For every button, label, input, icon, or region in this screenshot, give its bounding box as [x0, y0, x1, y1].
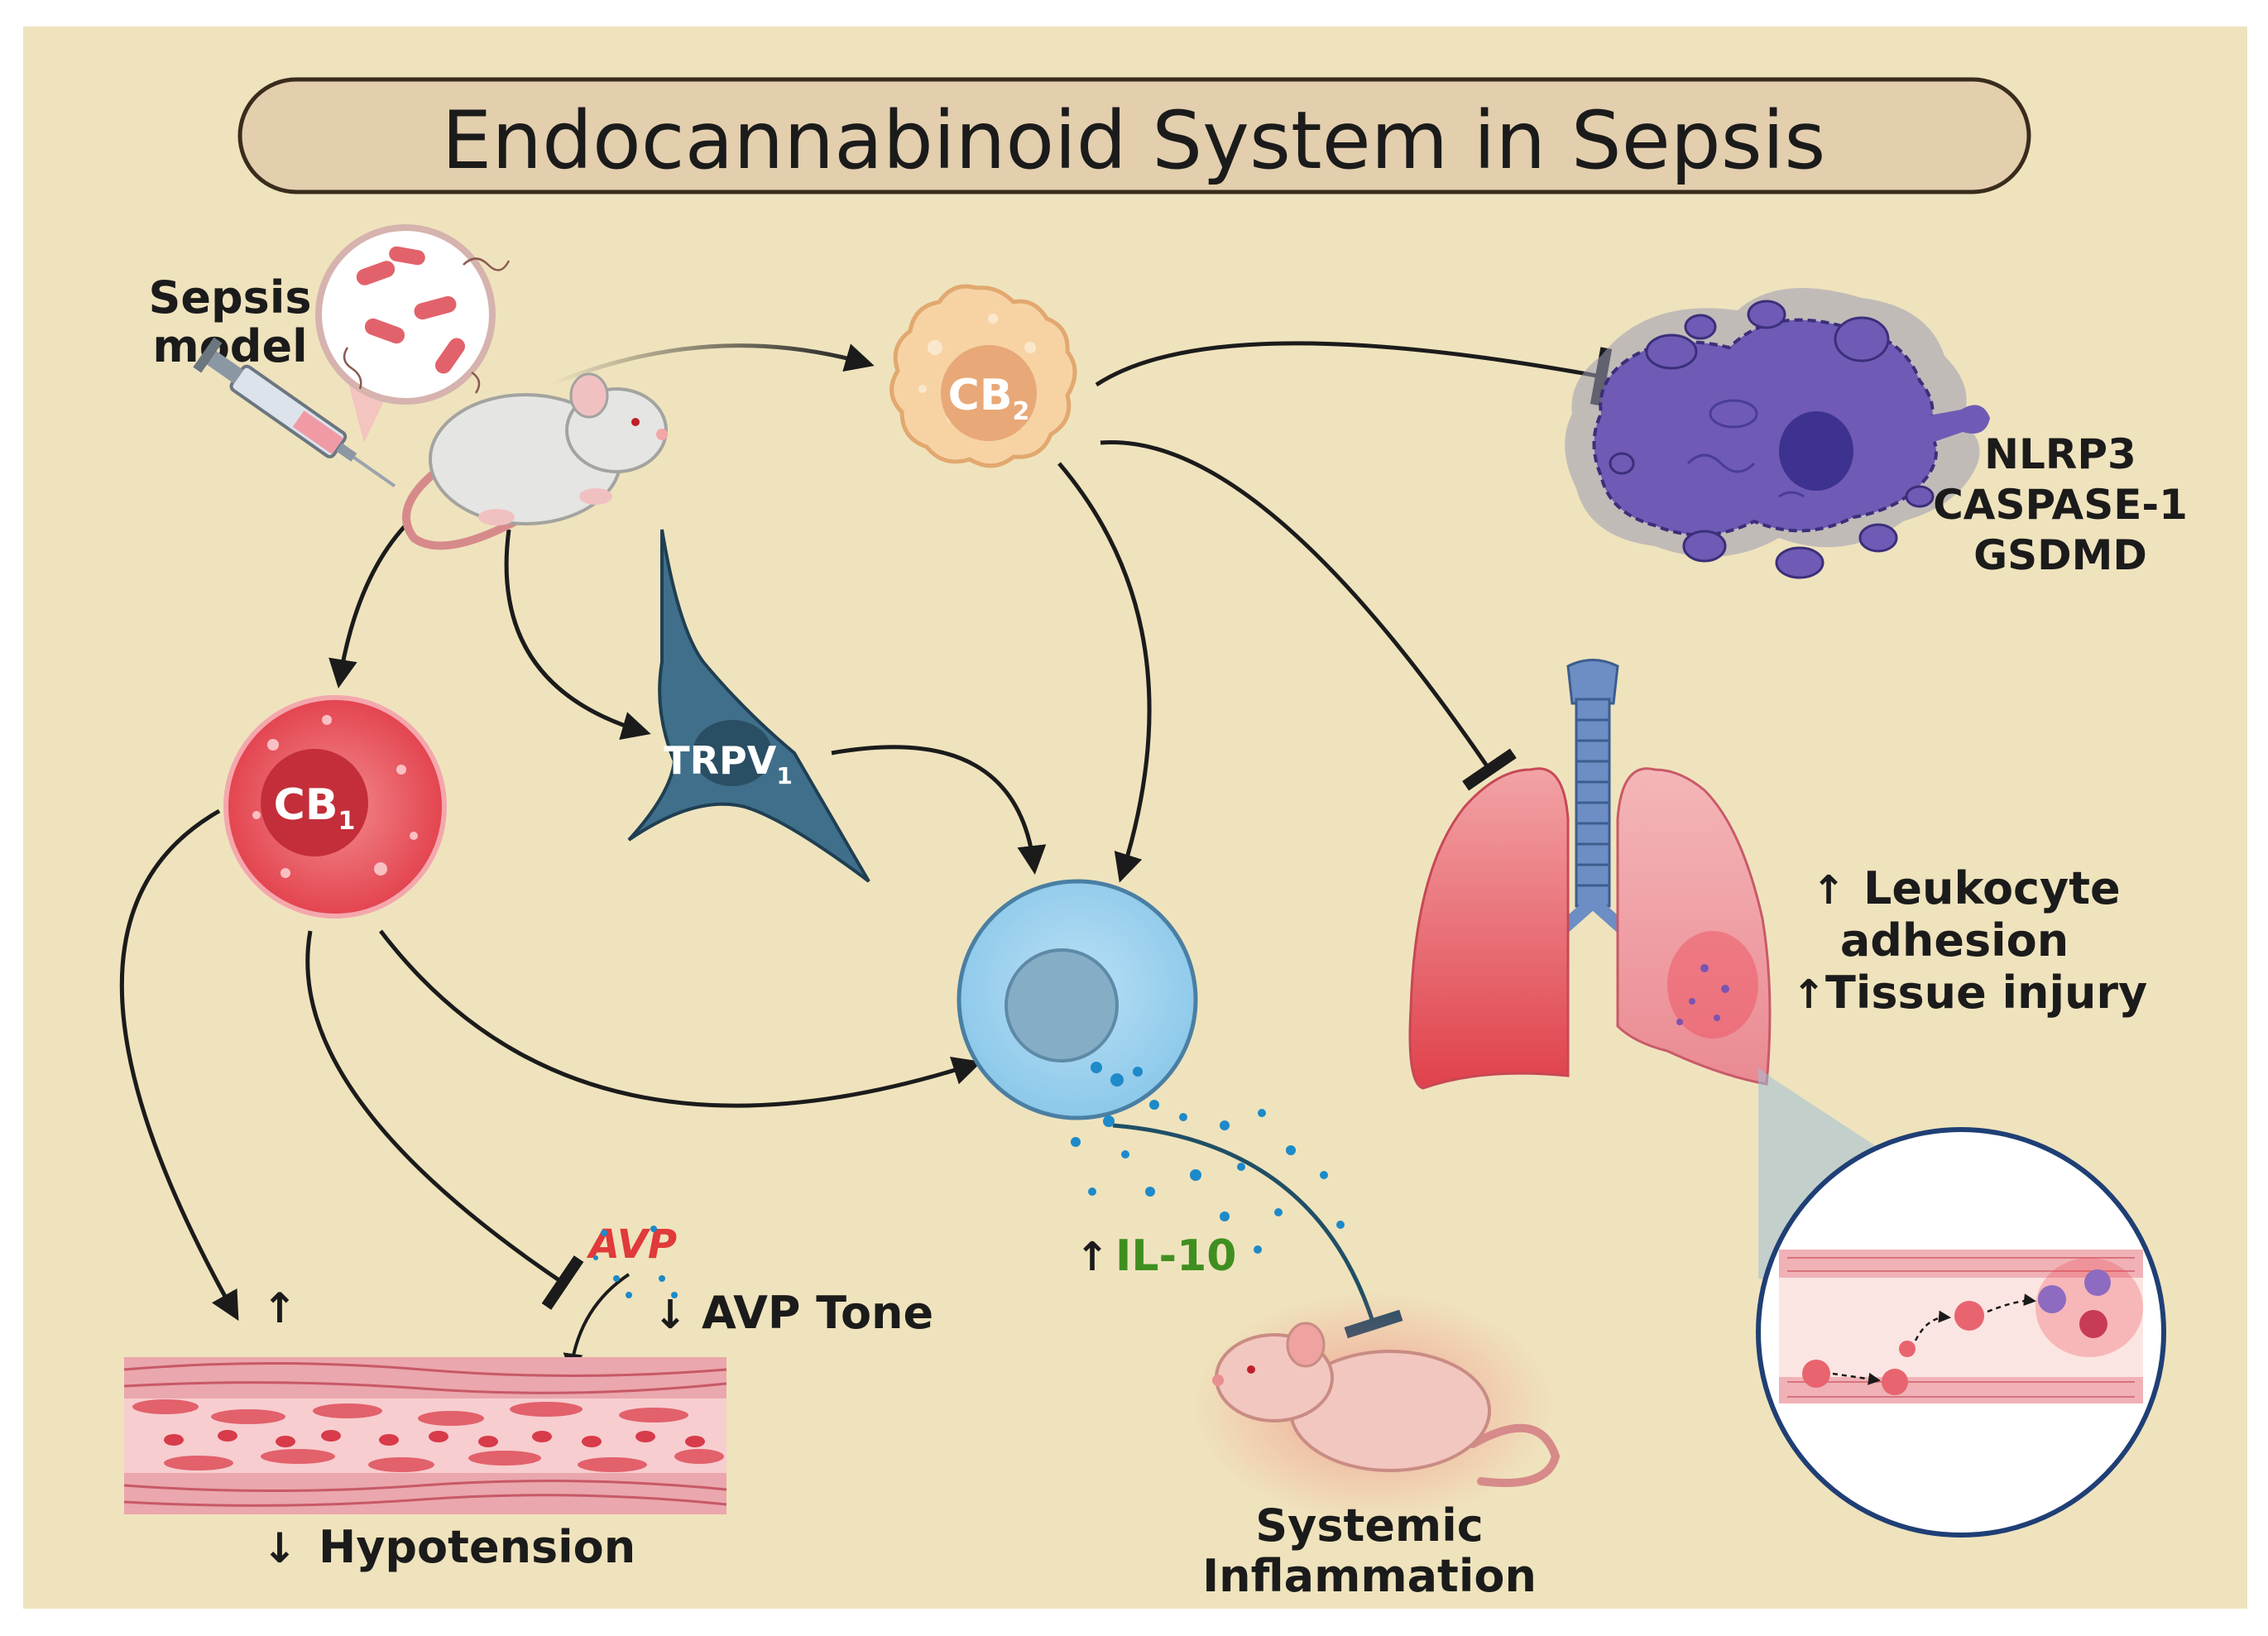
trpv1-label-subscript: 1	[776, 762, 792, 789]
il10-arrow: ↑	[1076, 1234, 1109, 1280]
avp-group: AVP ↓ AVP Tone	[586, 1221, 933, 1339]
cb1-label-subscript: 1	[338, 807, 355, 836]
vessel-red-blood-cells	[164, 1430, 705, 1447]
inflamed-mouse: Systemic Inflammation	[1192, 1291, 1561, 1602]
arrow-avp-to-vessel	[563, 1273, 631, 1374]
arrow-cb2-to-immune-cell	[1057, 462, 1152, 883]
pyroptotic-cell: NLRP3 CASPASE-1 GSDMD	[1565, 288, 2188, 579]
arrow-mouse-to-trpv1	[504, 529, 651, 741]
lung-effect-line2: adhesion	[1840, 914, 2069, 967]
inset-inflammation	[2035, 1258, 2143, 1357]
il10-dots	[1071, 1062, 1345, 1254]
inflamed-mouse-ear	[1286, 1322, 1326, 1368]
inhibit-il10-to-inflammation	[1112, 1123, 1403, 1339]
pyroptosis-marker-gsdmd: GSDMD	[1973, 531, 2147, 579]
arrow-trpv1-to-immune-cell	[831, 745, 1047, 875]
syringe-icon	[193, 337, 396, 487]
trpv1-label: TRPV1	[664, 738, 793, 789]
avp-dots	[593, 1226, 678, 1298]
pyroptotic-blebs	[1609, 300, 1935, 579]
vessel-down-arrow: ↓	[262, 1524, 297, 1572]
arrow-mouse-to-cb1	[328, 524, 407, 688]
inset-wall-cells	[1787, 1257, 2135, 1398]
lung-effect-line1: Leukocyte	[1863, 862, 2121, 914]
pyroptotic-protrusion	[1916, 405, 1990, 447]
lung-effects-text: ↑ Leukocyte adhesion ↑ Tissue injury	[1792, 862, 2147, 1019]
arrow-mouse-to-cb2	[549, 343, 875, 387]
lung-leukocytes	[1676, 964, 1729, 1025]
arrow-cb1-to-vessel	[119, 808, 239, 1322]
lung-effect-line3: Tissue injury	[1825, 967, 2147, 1019]
inhibit-cb2-to-pyroptosis	[1095, 341, 1613, 406]
lung-effect-arrow-2: ↑	[1792, 972, 1825, 1018]
trpv1-neuron: TRPV1	[627, 529, 870, 883]
avp-molecule-label: AVP	[586, 1221, 677, 1268]
page-title: Endocannabinoid System in Sepsis	[442, 94, 1826, 187]
title-banner: Endocannabinoid System in Sepsis	[237, 77, 2031, 194]
vessel-endothelial-cells	[132, 1399, 724, 1472]
systemic-label-line2: Inflammation	[1202, 1550, 1537, 1602]
inset-vessel-wall-top	[1779, 1250, 2143, 1278]
bacteria-icon	[356, 246, 466, 374]
arrow-cb1-to-immune-cell	[379, 929, 982, 1108]
cb1-label-base: CB	[274, 780, 338, 830]
sepsis-model-label-line1: Sepsis	[149, 271, 312, 324]
vessel-outer-wall-bottom	[124, 1473, 726, 1514]
systemic-label-line1: Systemic	[1255, 1499, 1483, 1552]
blood-vessel: ↑ ↓ Hypotension	[123, 1284, 727, 1573]
right-lung	[1616, 767, 1772, 1086]
cb1-cell: CB1	[223, 695, 447, 919]
trpv1-body	[627, 529, 870, 883]
pyroptotic-nucleus	[1779, 411, 1853, 491]
pyroptotic-body	[1592, 318, 1938, 537]
pathway-arrows	[119, 341, 1613, 1374]
left-lung	[1408, 767, 1570, 1090]
inhibit-cb1-to-avp	[305, 930, 584, 1310]
inflamed-mouse-eye	[1247, 1365, 1255, 1374]
avp-tone-label: AVP Tone	[702, 1287, 933, 1339]
sepsis-model: Sepsis model	[149, 224, 668, 550]
inset-leukocytes	[1802, 1269, 2111, 1395]
cb2-label: CB2	[948, 371, 1030, 426]
title-pill	[237, 77, 2031, 194]
immune-cell	[957, 879, 1198, 1120]
inflamed-mouse-tail	[1469, 1423, 1561, 1487]
trpv1-label-base: TRPV	[664, 738, 777, 783]
il10-text: IL-10	[1115, 1231, 1236, 1281]
il10-label: ↑ IL-10	[1076, 1231, 1237, 1281]
cb1-nucleus	[261, 749, 368, 856]
trachea-top	[1566, 659, 1619, 705]
cb2-label-subscript: 2	[1012, 397, 1029, 426]
trpv1-nucleus	[693, 720, 772, 786]
inhibit-cb2-to-lung	[1100, 439, 1517, 791]
inset-vessel-wall-bottom	[1779, 1377, 2143, 1403]
trachea-rings	[1576, 718, 1609, 887]
inflamed-mouse-nose	[1212, 1375, 1224, 1386]
lungs	[1408, 659, 1772, 1090]
hypotension-label: Hypotension	[319, 1521, 635, 1573]
inset-migration-arrows	[1832, 1293, 2036, 1385]
pyroptosis-marker-nlrp3: NLRP3	[1984, 430, 2136, 478]
lung-inflammation-spot	[1667, 931, 1758, 1039]
cb2-label-base: CB	[948, 371, 1013, 420]
flagella	[343, 257, 511, 394]
lung-effect-arrow-1: ↑	[1812, 867, 1845, 914]
cb2-cell: CB2	[889, 284, 1077, 468]
vessel-up-arrow: ↑	[262, 1284, 297, 1332]
cb1-label: CB1	[274, 780, 356, 836]
cb2-nucleus	[941, 345, 1037, 441]
avp-tone-arrow: ↓	[654, 1292, 687, 1338]
pyroptotic-organelles	[1686, 399, 1805, 498]
zoom-inset	[1756, 1127, 2166, 1538]
mouse-icon	[402, 372, 668, 550]
immune-cell-nucleus	[1005, 948, 1119, 1063]
pyroptosis-marker-caspase1: CASPASE-1	[1933, 481, 2188, 529]
cb1-granules	[252, 715, 418, 878]
vessel-wall-texture	[123, 1362, 727, 1507]
